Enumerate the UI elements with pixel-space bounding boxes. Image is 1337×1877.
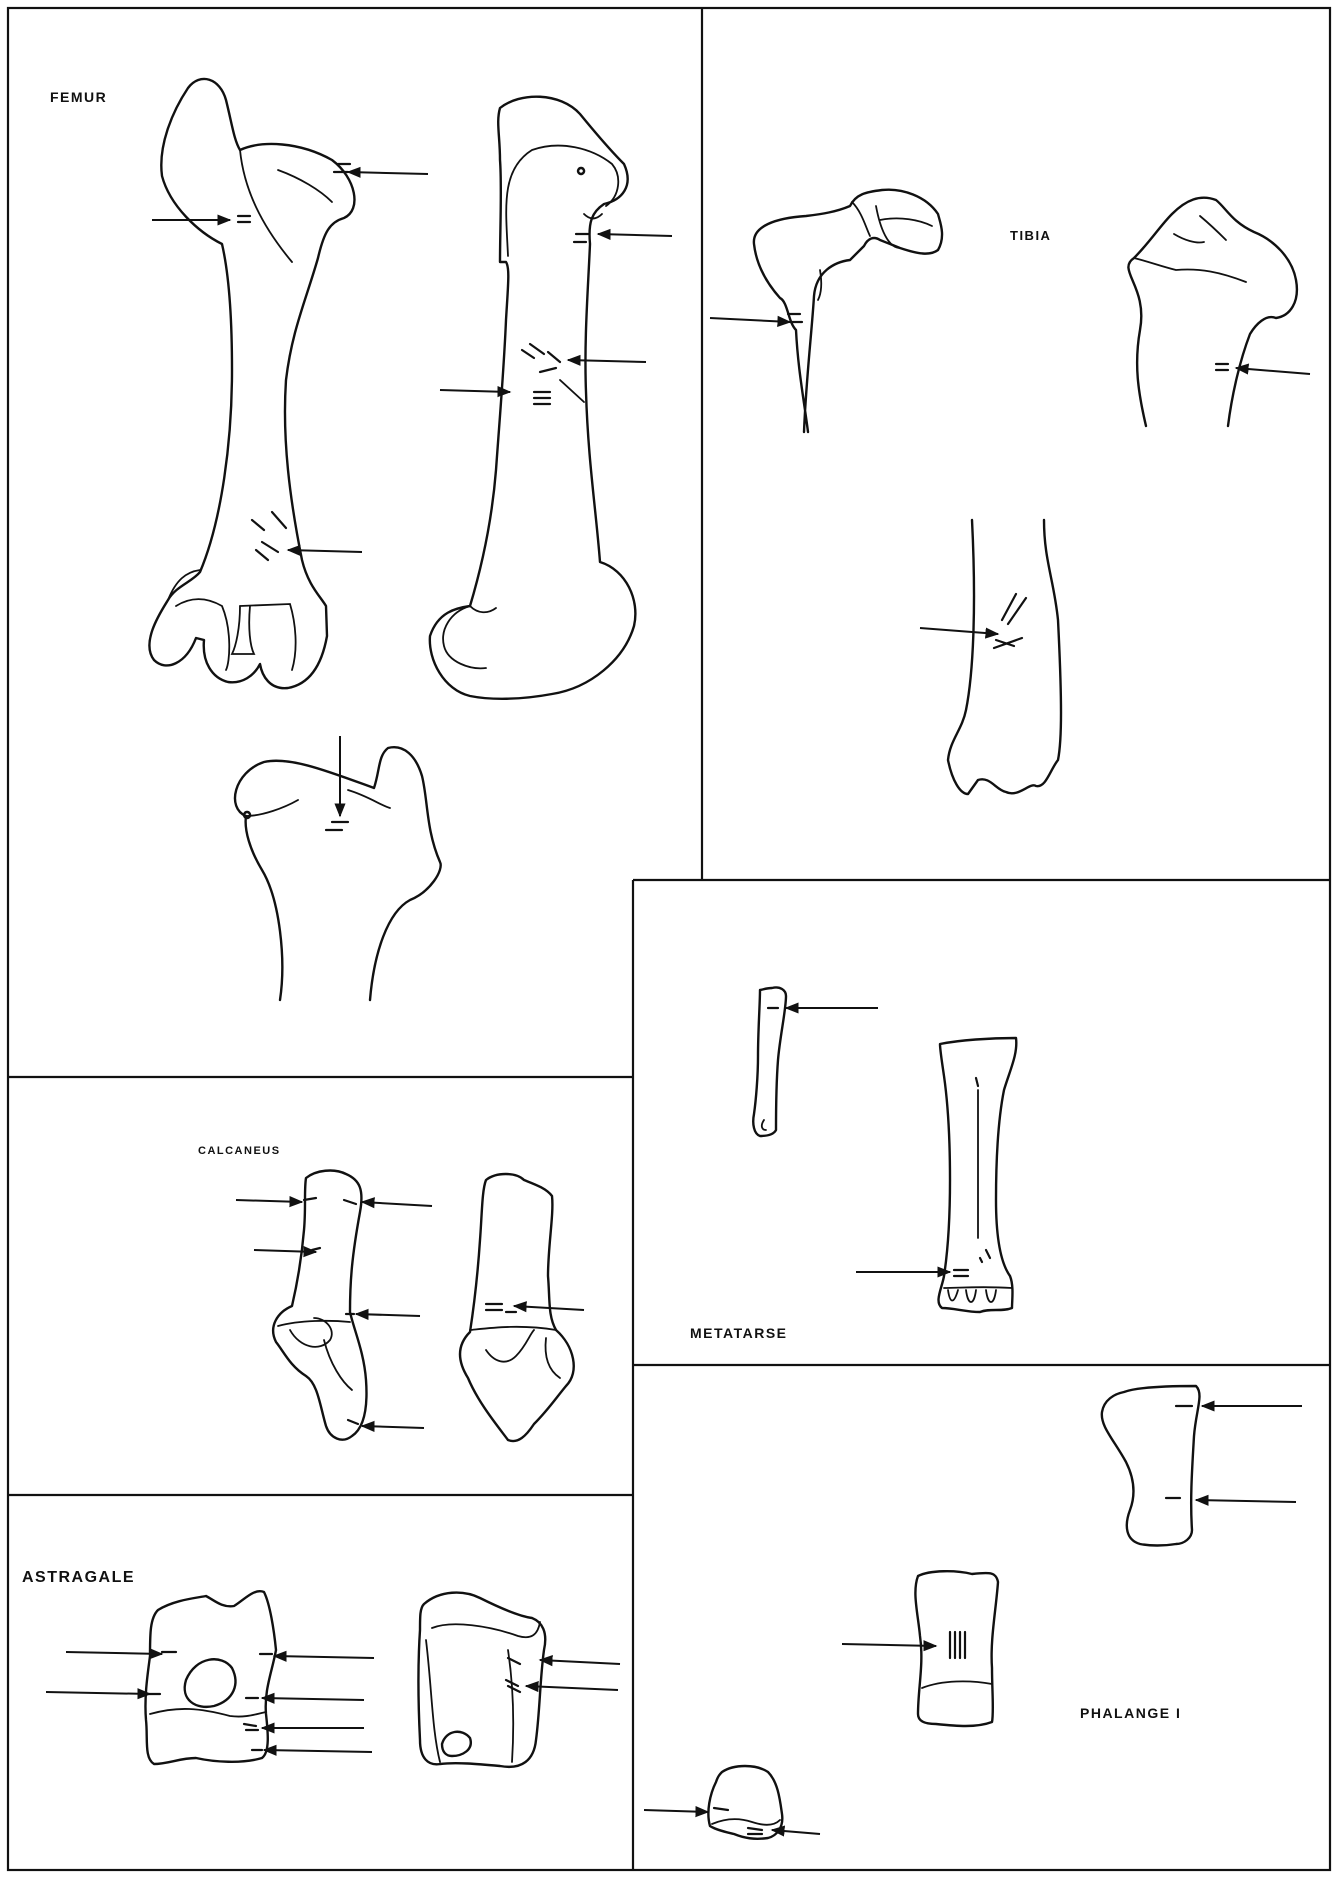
tibia-proximal-lateral-drawing	[1128, 198, 1310, 426]
phalange-label: PHALANGE I	[1080, 1705, 1181, 1721]
femur-anterior-drawing	[149, 79, 428, 688]
astragalus-right-drawing	[419, 1593, 621, 1767]
tibia-label: TIBIA	[1010, 228, 1051, 243]
tibia-proximal-anterior-drawing	[710, 190, 942, 432]
femur-proximal-drawing	[235, 736, 441, 1000]
metatarse-label: METATARSE	[690, 1325, 788, 1341]
astragalus-left-drawing	[46, 1591, 374, 1764]
phalanx-lateral-drawing	[1102, 1386, 1302, 1546]
astragale-label: ASTRAGALE	[22, 1569, 135, 1586]
calcaneus-left-drawing	[236, 1171, 432, 1440]
calcaneus-right-drawing	[460, 1174, 584, 1441]
metatarsal-main-drawing	[856, 1038, 1016, 1312]
femur-lateral-drawing	[430, 97, 672, 699]
femur-label: FEMUR	[50, 89, 107, 105]
panel-frames	[8, 8, 1330, 1870]
calcaneus-label: CALCANEUS	[198, 1145, 281, 1157]
metatarsal-slender-drawing	[753, 987, 878, 1136]
phalanx-distal-drawing	[644, 1766, 820, 1839]
tibia-distal-drawing	[920, 520, 1061, 794]
phalanx-dorsal-drawing	[842, 1571, 998, 1726]
